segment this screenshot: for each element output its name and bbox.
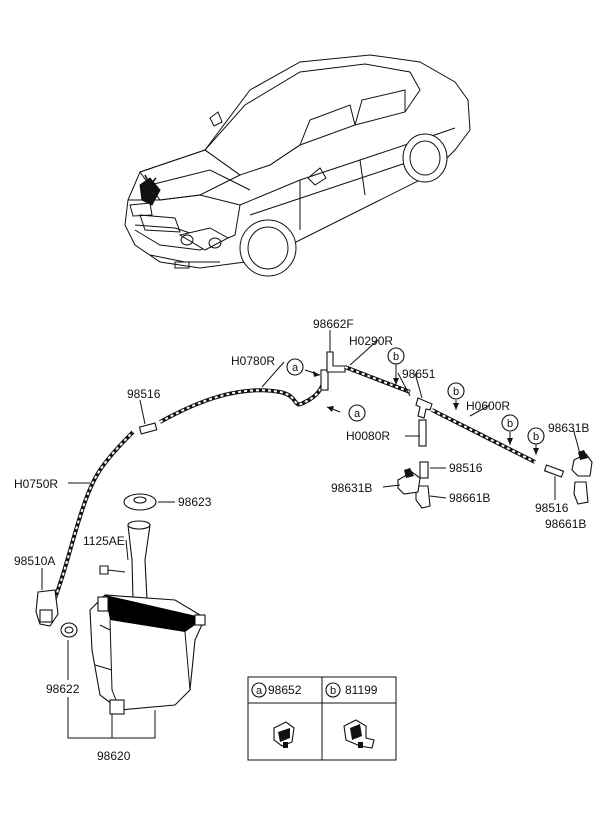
callout-b-3: b xyxy=(501,414,519,432)
connector-98516-mid xyxy=(419,461,429,479)
hose-h0080r xyxy=(418,419,427,447)
svg-text:81199: 81199 xyxy=(345,683,378,697)
car-illustration xyxy=(124,54,471,277)
label-98651: 98651 xyxy=(402,367,436,381)
svg-text:a: a xyxy=(256,685,263,697)
legend-table: a 98652 b 81199 xyxy=(247,676,397,761)
label-h0750r: H0750R xyxy=(14,477,58,491)
svg-text:98652: 98652 xyxy=(268,683,302,697)
bolt-1125ae xyxy=(99,565,109,575)
clip-98652-icon xyxy=(273,721,295,748)
label-98661b-mid: 98661B xyxy=(449,491,490,505)
part-labels: 98662F H0290R H0780R 98651 98516 H0600R … xyxy=(14,317,589,763)
tee-98651 xyxy=(415,397,433,419)
svg-text:a: a xyxy=(354,408,361,420)
callout-b-2: b xyxy=(447,382,465,400)
hose-h0750r xyxy=(53,430,135,599)
label-98620: 98620 xyxy=(97,749,131,763)
callout-b-4: b xyxy=(527,427,545,445)
label-h0080r: H0080R xyxy=(346,429,390,443)
connector-98516-left xyxy=(138,422,158,435)
callout-a-2: a xyxy=(348,404,366,422)
elbow-98661b-right xyxy=(573,481,589,505)
connector-98516-right xyxy=(543,464,565,478)
label-h0290r: H0290R xyxy=(349,334,393,348)
label-98510a: 98510A xyxy=(14,554,55,568)
label-98631b-left: 98631B xyxy=(331,481,372,495)
elbow-98662f xyxy=(326,351,346,373)
svg-text:b: b xyxy=(507,418,513,430)
label-98662f: 98662F xyxy=(313,317,354,331)
hose-h0290r xyxy=(344,365,411,394)
svg-text:b: b xyxy=(453,386,459,398)
label-98631b-right: 98631B xyxy=(548,421,589,435)
callout-a-1: a xyxy=(286,358,304,376)
svg-text:a: a xyxy=(292,362,299,374)
clip-81199-icon xyxy=(343,719,375,749)
svg-text:b: b xyxy=(330,685,336,697)
label-h0780r: H0780R xyxy=(231,354,275,368)
hose-lines xyxy=(53,351,589,599)
svg-text:b: b xyxy=(533,431,539,443)
svg-text:b: b xyxy=(393,351,399,363)
label-98516-mid: 98516 xyxy=(449,461,483,475)
nozzle-98631b-left xyxy=(397,468,421,495)
label-98661b-right: 98661B xyxy=(545,517,586,531)
label-h0600r: H0600R xyxy=(466,399,510,413)
label-98516-right: 98516 xyxy=(535,501,569,515)
elbow-98661b-mid xyxy=(415,485,431,509)
legend-b-header: b 81199 xyxy=(325,682,378,698)
label-98516-top: 98516 xyxy=(127,387,161,401)
arrowheads xyxy=(313,371,539,455)
hose-h0780r xyxy=(159,377,327,424)
label-1125ae: 1125AE xyxy=(83,534,125,548)
nozzle-98631b-right xyxy=(571,450,593,477)
washer-reservoir xyxy=(35,493,206,715)
callout-b-1: b xyxy=(387,347,405,365)
label-98622: 98622 xyxy=(46,682,80,696)
legend-a-header: a 98652 xyxy=(251,682,302,698)
label-98623: 98623 xyxy=(178,495,212,509)
